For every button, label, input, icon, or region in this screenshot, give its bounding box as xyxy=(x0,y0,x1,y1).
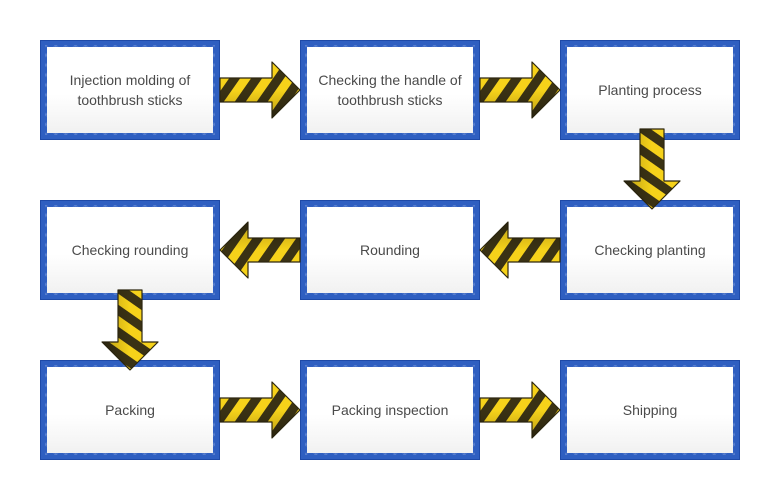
step-shipping: Shipping xyxy=(560,360,740,460)
step-label: Planting process xyxy=(598,82,702,98)
step-label: Injection molding of toothbrush sticks xyxy=(69,72,191,108)
arrow-down-icon xyxy=(623,128,681,210)
step-checking-handle: Checking the handle of toothbrush sticks xyxy=(300,40,480,140)
step-injection-molding: Injection molding of toothbrush sticks xyxy=(40,40,220,140)
step-label: Checking rounding xyxy=(71,242,189,258)
arrow-left-icon xyxy=(479,221,561,279)
step-label: Checking the handle of toothbrush sticks xyxy=(318,72,462,108)
step-label: Rounding xyxy=(360,242,420,258)
step-label: Packing inspection xyxy=(331,402,449,418)
step-planting-process: Planting process xyxy=(560,40,740,140)
step-label: Checking planting xyxy=(594,242,706,258)
arrow-right-icon xyxy=(479,381,561,439)
arrow-right-icon xyxy=(219,381,301,439)
step-checking-planting: Checking planting xyxy=(560,200,740,300)
arrow-down-icon xyxy=(101,289,159,371)
arrow-left-icon xyxy=(219,221,301,279)
arrow-right-icon xyxy=(219,61,301,119)
step-rounding: Rounding xyxy=(300,200,480,300)
step-label: Shipping xyxy=(622,402,678,418)
arrow-right-icon xyxy=(479,61,561,119)
step-checking-rounding: Checking rounding xyxy=(40,200,220,300)
step-packing: Packing xyxy=(40,360,220,460)
step-label: Packing xyxy=(105,402,155,418)
step-packing-inspection: Packing inspection xyxy=(300,360,480,460)
